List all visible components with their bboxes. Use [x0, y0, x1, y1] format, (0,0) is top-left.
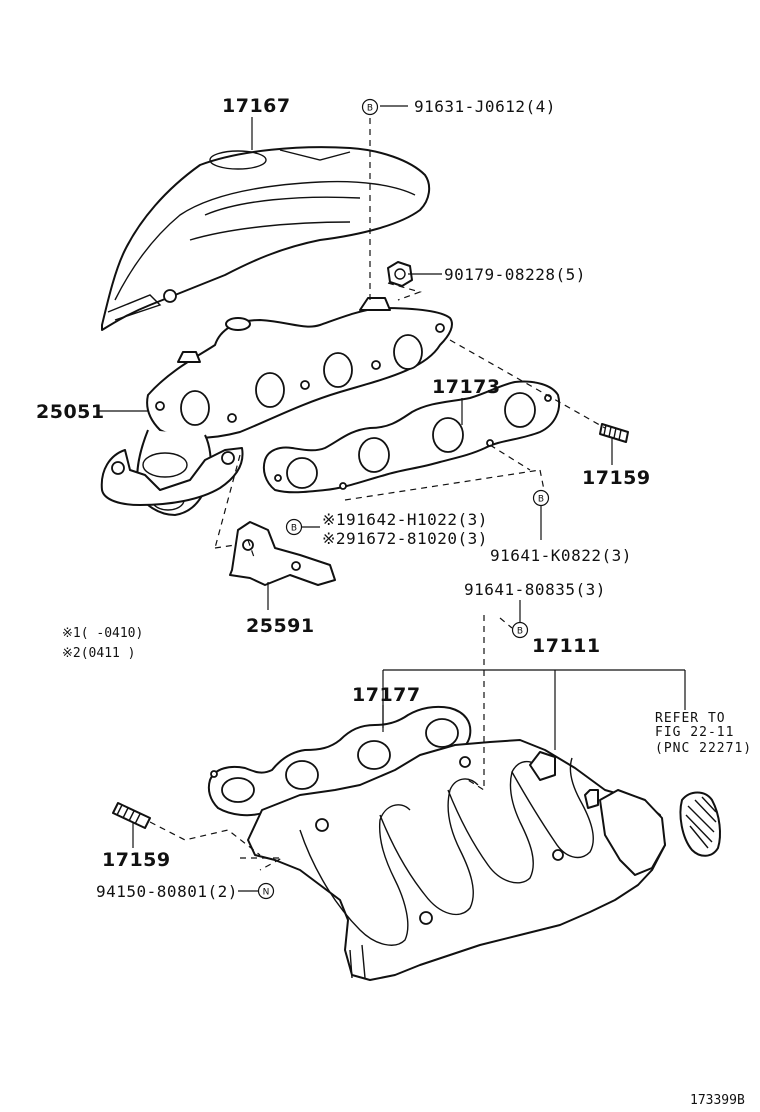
leader-lines — [98, 105, 686, 892]
label-17159-bottom: 17159 — [102, 849, 171, 871]
svg-text:B: B — [367, 104, 373, 114]
circled-b-symbol-gasket: B — [532, 489, 550, 507]
stud-bolt-top — [599, 423, 629, 443]
label-94150: 94150-80801(2) — [96, 882, 238, 901]
heat-insulator — [101, 146, 431, 331]
exhaust-manifold — [100, 297, 453, 516]
svg-text:B: B — [291, 524, 297, 534]
refer-line-1: REFER TO — [655, 711, 726, 726]
figure-code: 173399B — [690, 1093, 745, 1108]
intake-manifold — [247, 739, 666, 981]
circled-b-symbol-intake: B — [511, 621, 529, 639]
label-91641-k0822: 91641-K0822(3) — [490, 546, 632, 565]
circled-n-symbol: N — [257, 882, 275, 900]
refer-line-2: FIG 22-11 — [655, 725, 734, 740]
circled-b-symbol-top: B — [361, 98, 379, 116]
label-91672: ※291672-81020(3) — [322, 529, 488, 548]
label-17111: 17111 — [532, 635, 601, 657]
label-17167: 17167 — [222, 95, 291, 117]
label-91642: ※191642-H1022(3) — [322, 510, 488, 529]
svg-text:B: B — [517, 627, 523, 637]
svg-text:B: B — [538, 495, 544, 505]
label-91641-80835: 91641-80835(3) — [464, 580, 606, 599]
note-2: ※2(0411 ) — [62, 646, 136, 661]
label-25051: 25051 — [36, 401, 105, 423]
label-25591: 25591 — [246, 615, 315, 637]
exhaust-gasket — [262, 380, 560, 494]
label-17159-top: 17159 — [582, 467, 651, 489]
dashed-alignment-lines — [149, 118, 606, 871]
svg-text:N: N — [263, 888, 270, 898]
throttle-gasket — [679, 791, 721, 857]
label-17173: 17173 — [432, 376, 501, 398]
circled-b-symbol-bracket: B — [285, 518, 303, 536]
manifold-bracket — [229, 521, 336, 586]
label-91631: 91631-J0612(4) — [414, 97, 556, 116]
refer-line-3: (PNC 22271) — [655, 741, 752, 756]
label-90179: 90179-08228(5) — [444, 265, 586, 284]
nut — [387, 261, 413, 287]
label-17177: 17177 — [352, 684, 421, 706]
note-1: ※1( -0410) — [62, 626, 143, 641]
stud-bolt-bottom — [112, 802, 151, 829]
